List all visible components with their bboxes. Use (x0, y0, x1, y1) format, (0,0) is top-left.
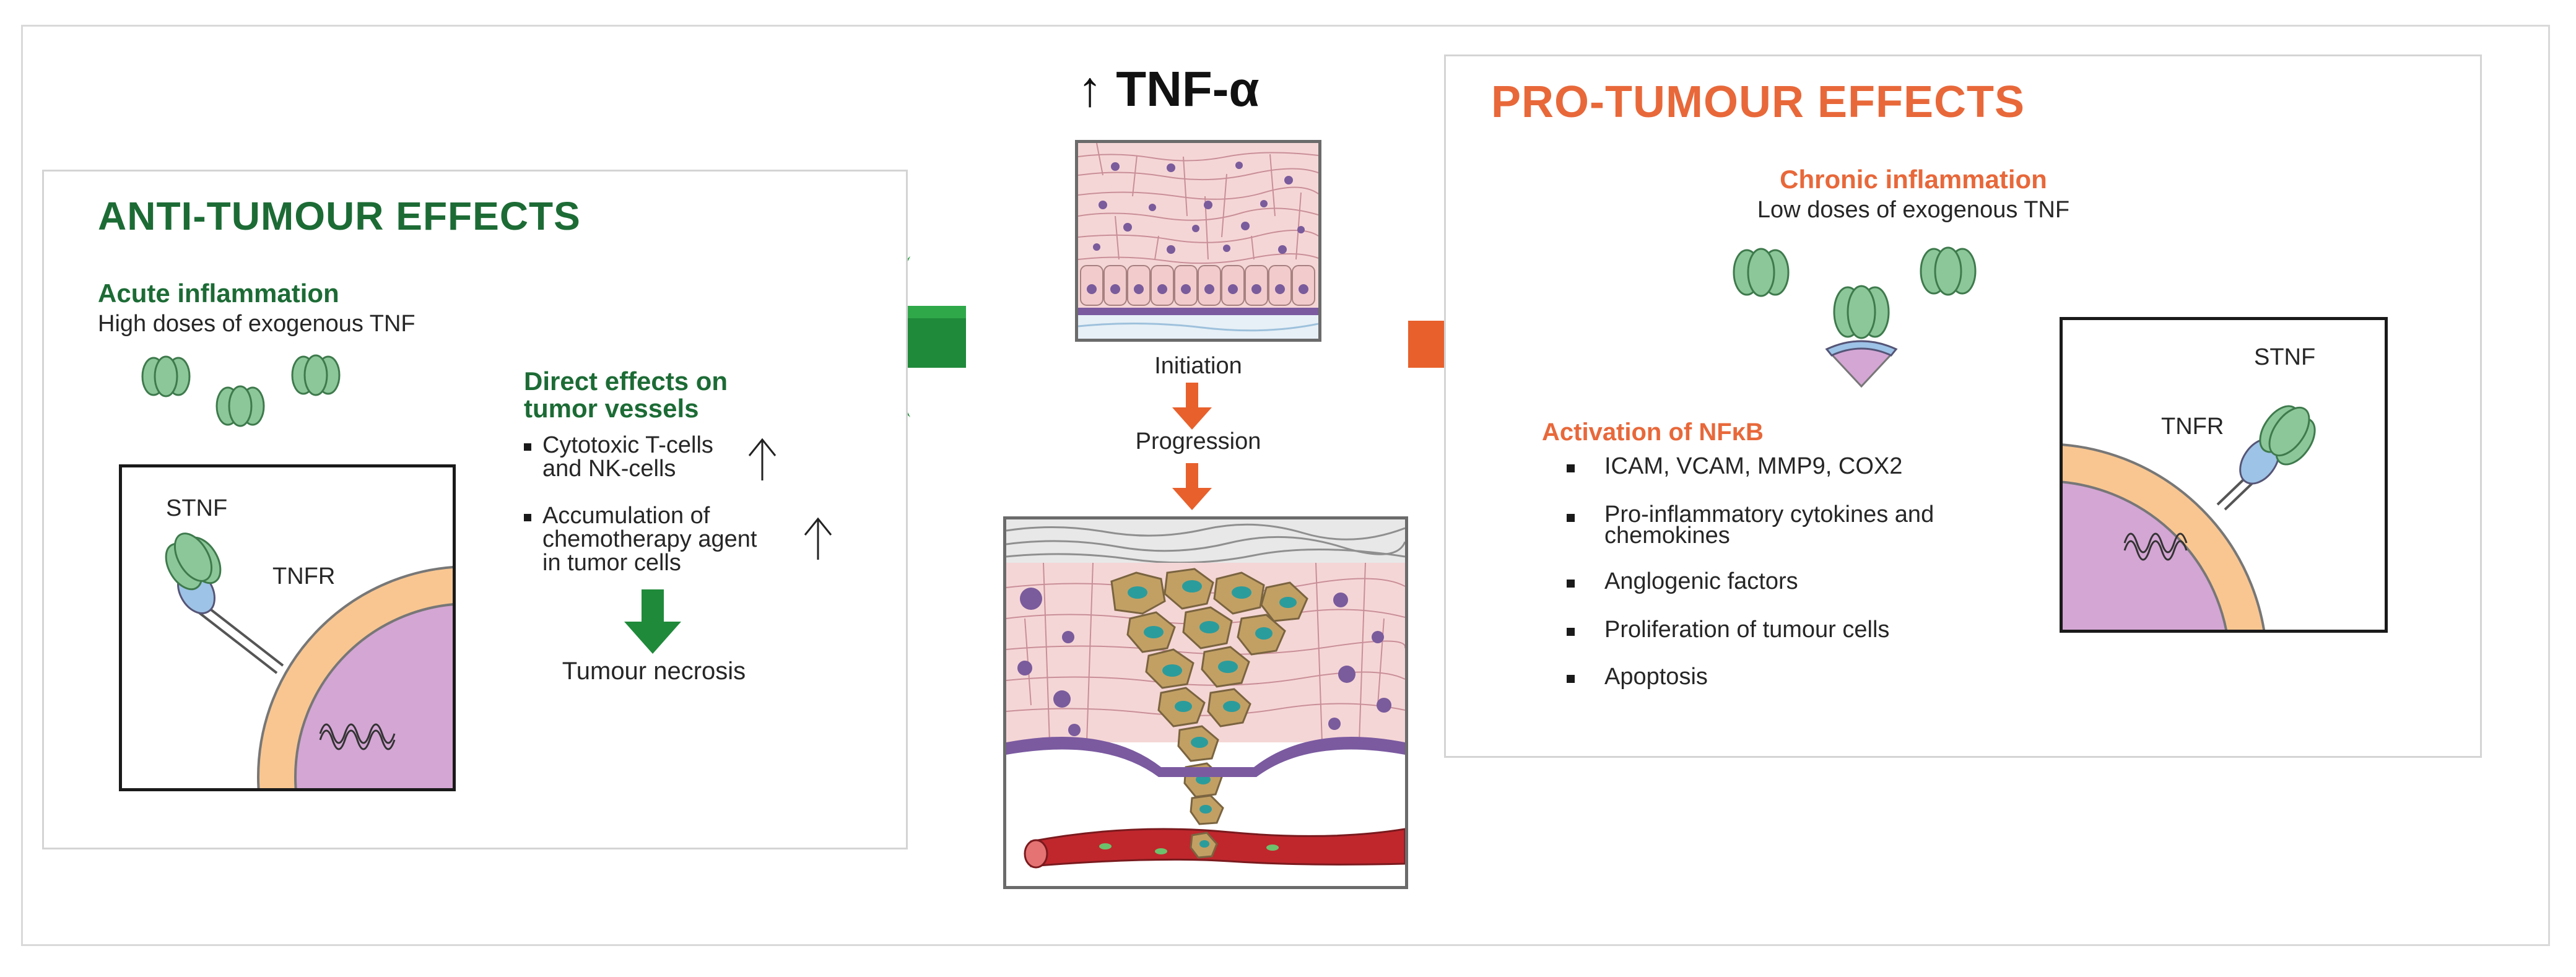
epithelium-svg (1078, 143, 1318, 339)
acute-inflammation-heading: Acute inflammation (98, 279, 339, 308)
center-title: ↑ TNF-α (1077, 61, 1260, 116)
anti-tnf-receptor-cell-box (119, 464, 456, 791)
pro-tnf-receptor-cell-box (2060, 317, 2388, 633)
pro-stnf-label: STNF (2254, 344, 2316, 370)
progression-label: Progression (1135, 428, 1261, 454)
nfkb-activation-heading: Activation of NFκB (1542, 419, 1764, 446)
up-arrow-icon (748, 438, 777, 480)
bullet-marker (1567, 580, 1575, 588)
pro-tumour-title: PRO-TUMOUR EFFECTS (1491, 77, 2025, 127)
pro-bullet-2: Pro-inflammatory cytokines and chemokine… (1567, 502, 1934, 549)
anti-bullet-2-line-2: chemotherapy agent (542, 526, 757, 552)
bullet-marker (524, 514, 531, 521)
pro-bullet-2-line-1: Pro-inflammatory cytokines and (1604, 502, 1934, 528)
green-down-arrow (624, 589, 681, 654)
tnf-trimer-icon (291, 354, 341, 396)
pro-tnfr-label: TNFR (2161, 414, 2224, 440)
anti-bullet-2: Accumulation of chemotherapy agent in tu… (524, 504, 757, 575)
bullet-marker (524, 443, 531, 451)
chronic-inflammation-subtext: Low doses of exogenous TNF (1757, 197, 2070, 223)
anti-bullet-1-line-2: and NK-cells (542, 456, 676, 482)
tnf-trimer-icon (141, 355, 191, 397)
anti-bullet-2-line-3: in tumor cells (542, 550, 681, 576)
direct-effects-heading-line1: Direct effects on (524, 367, 728, 396)
orange-down-arrow-2 (1172, 463, 1212, 510)
initiation-label: Initiation (1154, 353, 1242, 379)
initiation-tissue-illustration (1075, 140, 1321, 342)
pro-bullet-1-line-1: ICAM, VCAM, MMP9, COX2 (1604, 453, 1903, 479)
pro-bullet-4: Proliferation of tumour cells (1567, 618, 1889, 641)
pro-bullet-5-line-1: Apoptosis (1604, 664, 1708, 690)
anti-bullet-2-line-1: Accumulation of (542, 503, 710, 529)
pro-bullet-3: Anglogenic factors (1567, 570, 1798, 593)
pro-bullet-2-line-2: chemokines (1604, 523, 1730, 549)
tnf-trimer-icon (215, 385, 265, 427)
chronic-inflammation-heading: Chronic inflammation (1780, 165, 2047, 194)
anti-bullet-1-line-1: Cytotoxic T-cells (542, 432, 713, 458)
bullet-marker (1567, 628, 1575, 636)
anti-tumour-title: ANTI-TUMOUR EFFECTS (98, 194, 581, 238)
tumour-necrosis-label: Tumour necrosis (562, 658, 746, 685)
pro-bullet-4-line-1: Proliferation of tumour cells (1604, 617, 1890, 643)
tnf-receptor-binding-icon (1825, 285, 1898, 388)
direct-effects-heading-line2: tumor vessels (524, 394, 699, 423)
tumour-tissue-svg (1006, 519, 1405, 869)
anti-stnf-label: STNF (166, 495, 228, 521)
pro-bullet-5: Apoptosis (1567, 665, 1708, 688)
tnf-trimer-icon (1920, 246, 1977, 296)
pro-bullet-3-line-1: Anglogenic factors (1604, 568, 1798, 594)
up-arrow-icon (804, 517, 832, 560)
tumour-progression-illustration (1003, 516, 1408, 889)
orange-down-arrow-1 (1172, 383, 1212, 430)
anti-tnfr-label: TNFR (272, 563, 336, 589)
bullet-marker (1567, 464, 1575, 472)
bullet-marker (1567, 514, 1575, 522)
acute-inflammation-subtext: High doses of exogenous TNF (98, 311, 416, 337)
cell-membrane-svg (2063, 405, 2316, 630)
figure-frame (21, 25, 2550, 946)
pro-bullet-1: ICAM, VCAM, MMP9, COX2 (1567, 454, 1902, 478)
bullet-marker (1567, 675, 1575, 683)
cell-membrane-svg (165, 532, 453, 788)
anti-bullet-1: Cytotoxic T-cells and NK-cells (524, 433, 713, 480)
tnf-trimer-icon (1733, 248, 1790, 297)
